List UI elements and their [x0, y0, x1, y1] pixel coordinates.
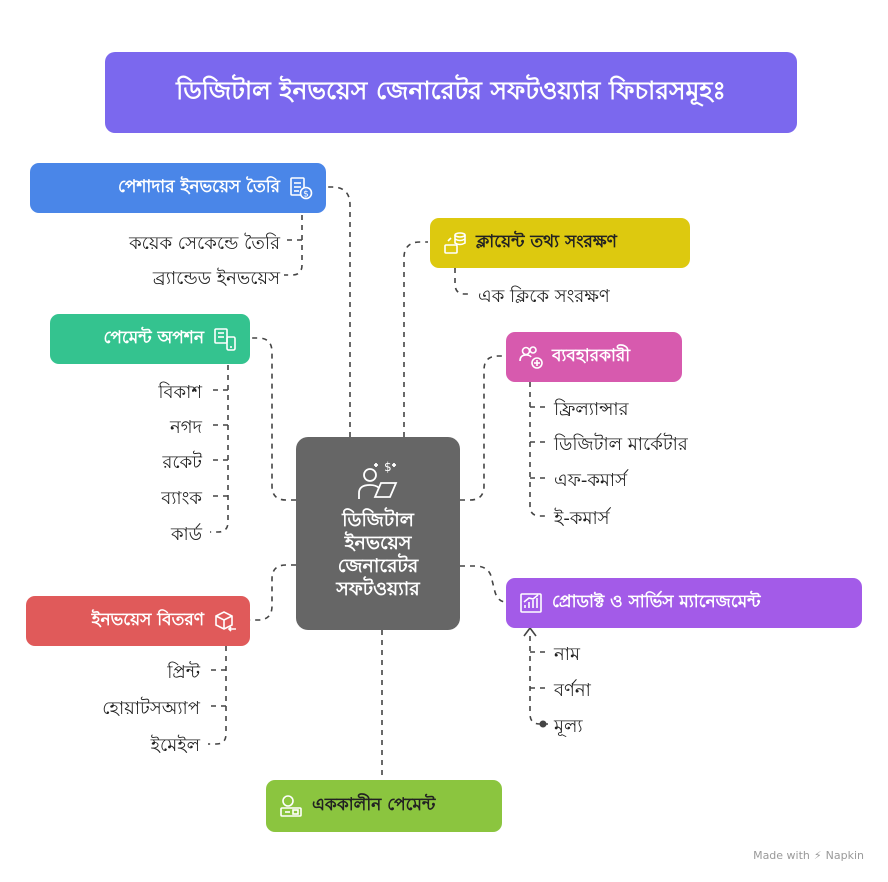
- connector-payment-items: [210, 365, 229, 533]
- branch-distribution: ইনভয়েস বিতরণ: [26, 596, 250, 646]
- branch-one-time-payment: এককালীন পেমেন্ট: [266, 780, 502, 832]
- invoice-dollar-icon: $: [288, 175, 314, 201]
- list-item: ব্র্যান্ডেড ইনভয়েস: [152, 268, 280, 289]
- connector-distribution-items: [208, 646, 227, 745]
- branch-users: ব্যবহারকারী: [506, 332, 682, 382]
- connector-professional: [326, 186, 351, 437]
- list-item: ই-কমার্স: [554, 508, 610, 529]
- payment-device-icon: [212, 326, 238, 352]
- list-item: রকেট: [162, 452, 202, 473]
- list-item: কার্ড: [170, 524, 202, 545]
- branch-one-time-label: এককালীন পেমেন্ট: [312, 795, 436, 815]
- list-item: বর্ণনা: [554, 680, 591, 701]
- list-item: এক ক্লিকে সংরক্ষণ: [478, 286, 610, 307]
- napkin-logo-icon: ⚡: [813, 849, 822, 862]
- connector-client-items: [454, 268, 472, 295]
- connector-payment: [250, 337, 296, 501]
- list-item: হোয়াটসঅ্যাপ: [102, 698, 200, 719]
- list-item: নগদ: [170, 417, 202, 438]
- center-node: $ ডিজিটাল ইনভয়েস জেনারেটর সফটওয়্যার: [296, 437, 460, 630]
- connector-professional-items: [284, 215, 303, 276]
- list-item: কয়েক সেকেন্ডে তৈরি: [129, 233, 280, 254]
- person-money-icon: $: [354, 457, 402, 501]
- list-item: বিকাশ: [158, 382, 202, 403]
- list-item: প্রিন্ট: [167, 662, 200, 683]
- bullet-dot: [539, 720, 547, 728]
- connector-users: [460, 355, 506, 501]
- branch-professional: পেশাদার ইনভয়েস তৈরি $: [30, 163, 326, 213]
- list-item: ফ্রিল্যান্সার: [554, 399, 629, 420]
- connector-client: [403, 241, 428, 437]
- list-item: নাম: [554, 644, 580, 665]
- list-item: এফ-কমার্স: [554, 470, 628, 491]
- chart-growth-icon: [518, 590, 544, 616]
- title-banner: ডিজিটাল ইনভয়েস জেনারেটর সফটওয়্যার ফিচা…: [105, 52, 797, 133]
- napkin-watermark: Made with ⚡ Napkin: [753, 849, 864, 862]
- branch-client-info: ক্লায়েন্ট তথ্য সংরক্ষণ: [430, 218, 690, 268]
- page-title: ডিজিটাল ইনভয়েস জেনারেটর সফটওয়্যার ফিচা…: [176, 76, 726, 105]
- branch-distribution-label: ইনভয়েস বিতরণ: [91, 610, 204, 630]
- connector-product: [460, 565, 507, 603]
- arrow-head: [523, 626, 537, 637]
- list-item: ইমেইল: [150, 735, 200, 756]
- box-return-icon: [212, 608, 238, 634]
- branch-users-label: ব্যবহারকারী: [552, 346, 631, 366]
- svg-text:$: $: [384, 460, 392, 474]
- users-add-icon: [518, 344, 544, 370]
- footer-brand: Napkin: [825, 849, 864, 862]
- list-item: ব্যাংক: [161, 488, 202, 509]
- list-item: মূল্য: [554, 716, 583, 737]
- database-user-icon: [442, 230, 468, 256]
- branch-professional-label: পেশাদার ইনভয়েস তৈরি: [117, 177, 280, 197]
- center-label: ডিজিটাল ইনভয়েস জেনারেটর সফটওয়্যার: [336, 509, 420, 600]
- branch-payment-label: পেমেন্ট অপশন: [103, 328, 204, 348]
- connector-distribution: [250, 564, 296, 621]
- connector-product-items: [529, 636, 548, 725]
- branch-product-label: প্রোডাক্ট ও সার্ভিস ম্যানেজমেন্ট: [552, 592, 761, 612]
- connector-users-items: [529, 382, 548, 517]
- branch-client-label: ক্লায়েন্ট তথ্য সংরক্ষণ: [476, 232, 617, 252]
- footer-made-with: Made with: [753, 849, 810, 862]
- branch-payment-options: পেমেন্ট অপশন: [50, 314, 250, 364]
- cash-register-icon: [278, 793, 304, 819]
- branch-product-service: প্রোডাক্ট ও সার্ভিস ম্যানেজমেন্ট: [506, 578, 862, 628]
- list-item: ডিজিটাল মার্কেটার: [554, 434, 688, 455]
- svg-text:$: $: [303, 190, 309, 200]
